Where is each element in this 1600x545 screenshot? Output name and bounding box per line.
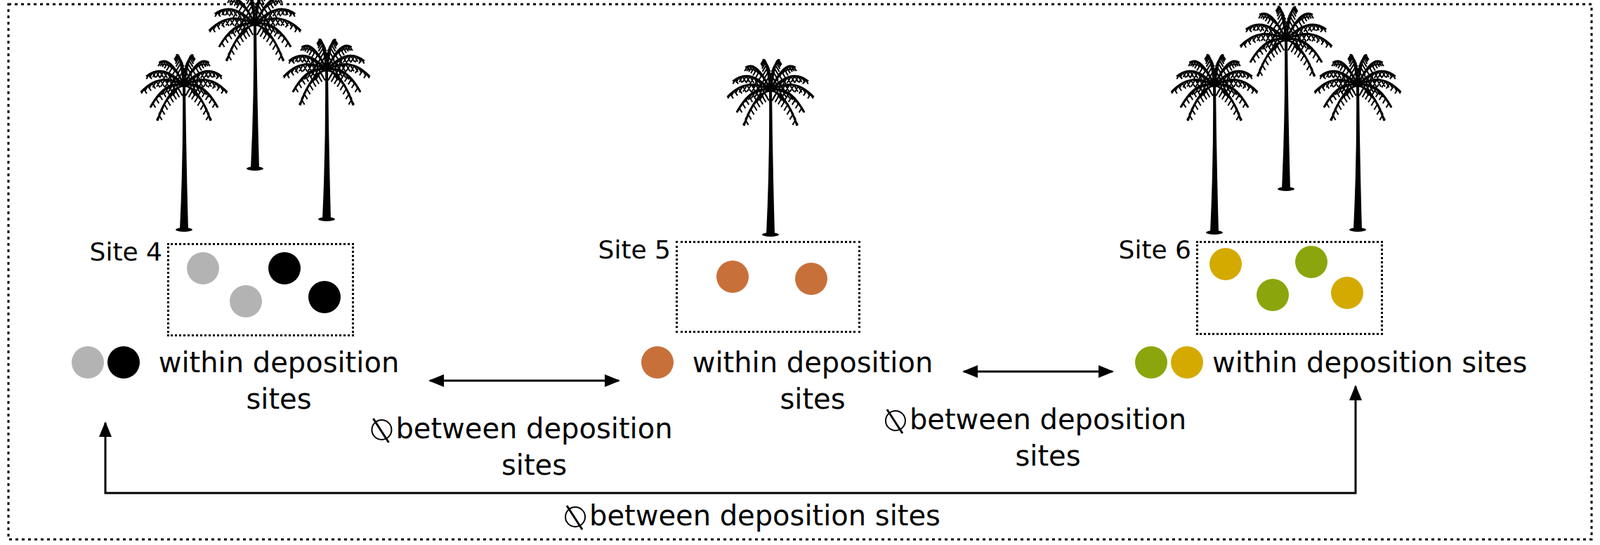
- palm-trunk: [1353, 84, 1362, 230]
- palm-trunk: [1281, 38, 1291, 189]
- palm-frond: [1286, 40, 1315, 77]
- palm-frond: [226, 24, 255, 62]
- palm-base: [762, 232, 779, 237]
- seed-dot: [716, 260, 749, 293]
- seed-dots: [1133, 344, 1206, 381]
- node-text: within deposition sites: [682, 344, 943, 418]
- edge-label: between deposition sites: [383, 410, 686, 484]
- prohibited-symbol: [371, 418, 392, 443]
- palm-leaflets: [1288, 42, 1316, 76]
- double-arrow: [429, 379, 619, 383]
- node-text: within deposition sites: [1212, 344, 1527, 381]
- seed-dot: [71, 346, 104, 379]
- palm-base: [1277, 186, 1295, 192]
- seed-dot: [186, 252, 220, 285]
- site-label: Site 6: [1118, 234, 1192, 265]
- palm-leaflets: [1359, 87, 1386, 121]
- palm-leaflets: [328, 72, 354, 105]
- within-site-label: within deposition sites: [70, 344, 409, 418]
- palm-frond: [254, 24, 284, 62]
- palm-trunk: [766, 89, 775, 235]
- palm-leaflets: [185, 87, 212, 121]
- palm-leaflets: [226, 26, 254, 60]
- edge-label: between deposition sites: [896, 401, 1199, 475]
- seed-dot: [229, 285, 262, 318]
- palm-tree: [1171, 54, 1258, 235]
- palm-leaflets: [1257, 42, 1285, 76]
- within-site-label: within deposition sites: [639, 344, 943, 418]
- palm-frond: [1257, 40, 1287, 77]
- seed-dot: [1330, 276, 1364, 310]
- seed-dot: [641, 346, 674, 379]
- palm-leaflets: [214, 9, 251, 24]
- seed-dot: [107, 346, 140, 379]
- edge-label: between deposition sites: [589, 497, 941, 534]
- seed-dot: [1135, 346, 1168, 379]
- seed-dots: [639, 344, 676, 381]
- palm-base: [318, 217, 336, 222]
- palm-leaflets: [1187, 87, 1213, 121]
- palm-tree: [283, 39, 371, 222]
- seed-dot: [1295, 245, 1328, 279]
- palm-tree: [1240, 7, 1333, 192]
- palm-leaflets: [1215, 87, 1242, 121]
- site-box: Site 4: [167, 243, 354, 337]
- dotted-frame: [8, 4, 1592, 540]
- seed-dots: [675, 240, 861, 333]
- prohibited-symbol: [885, 409, 906, 434]
- palm-leaflets: [156, 87, 183, 121]
- palm-leaflets: [771, 92, 798, 126]
- palm-tree: [1314, 54, 1402, 232]
- palm-leaflets: [257, 26, 285, 60]
- palm-leaflets: [743, 92, 770, 126]
- palm-base: [1349, 227, 1367, 232]
- seed-dot: [268, 252, 301, 285]
- palm-trees: [141, 0, 1402, 237]
- palm-trunk: [250, 23, 260, 169]
- seed-dot: [1170, 346, 1204, 379]
- seed-dot: [1209, 247, 1242, 281]
- palm-trunk: [1210, 84, 1219, 233]
- site-box: Site 6: [1196, 240, 1383, 336]
- palm-leaflets: [1330, 87, 1357, 121]
- palm-leaflets: [299, 72, 326, 105]
- palm-base: [1205, 230, 1223, 235]
- seed-dot: [1256, 278, 1289, 312]
- prohibited-slash: [372, 418, 389, 443]
- prohibited-slash: [887, 409, 903, 434]
- prohibited-symbol: [565, 505, 586, 530]
- palm-tree: [727, 59, 815, 237]
- within-site-label: within deposition sites: [1133, 344, 1527, 381]
- double-arrow: [963, 370, 1113, 373]
- seed-dots: [70, 344, 142, 381]
- palm-tree: [141, 54, 228, 232]
- palm-trunk: [322, 68, 331, 220]
- node-text: within deposition sites: [148, 344, 409, 418]
- palm-trunk: [179, 84, 189, 230]
- site-label: Site 5: [598, 234, 671, 265]
- seed-dots: [167, 243, 354, 337]
- palm-leaflets: [1246, 24, 1282, 40]
- palm-base: [175, 227, 193, 232]
- palm-base: [246, 166, 264, 171]
- prohibited-slash: [566, 505, 583, 530]
- palm-tree: [209, 0, 302, 171]
- site-label: Site 4: [89, 236, 163, 267]
- seed-dot: [795, 262, 828, 295]
- seed-dots: [1196, 240, 1383, 336]
- seed-dot: [308, 280, 341, 314]
- site-box: Site 5: [675, 240, 861, 333]
